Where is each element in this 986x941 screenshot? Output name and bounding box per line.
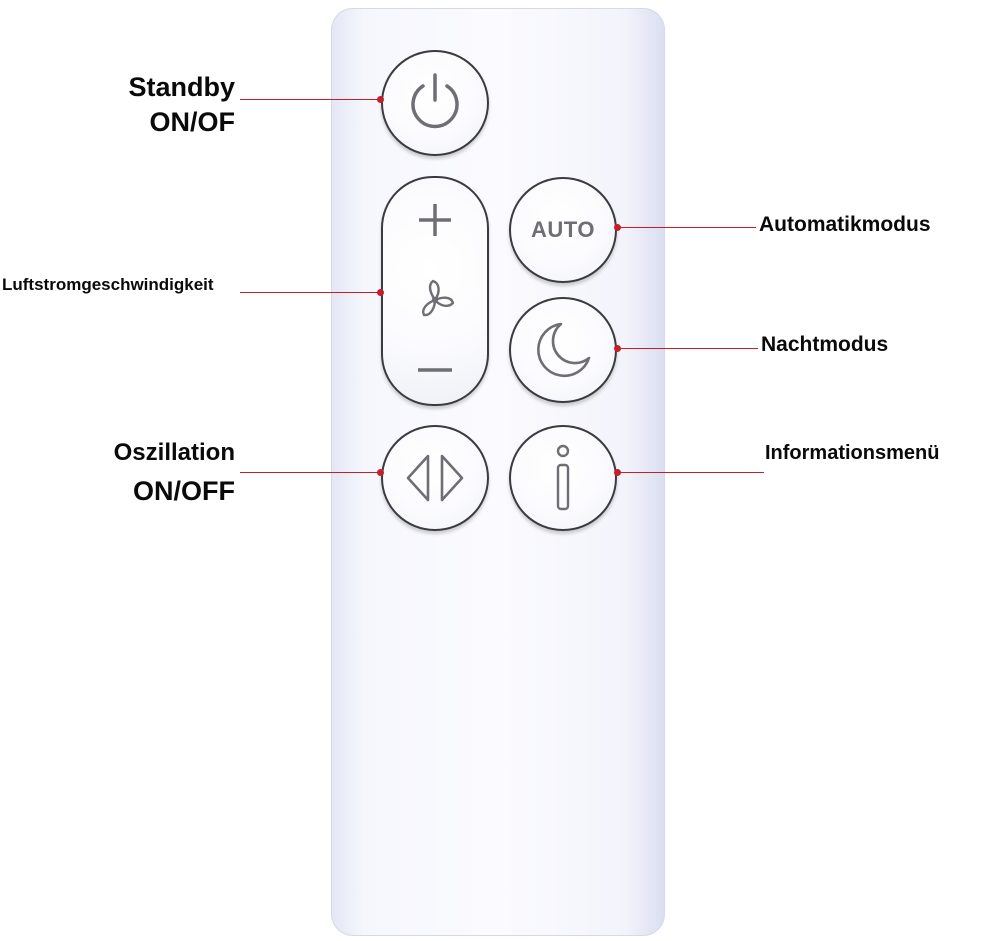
info-menu-label: Informationsmenü xyxy=(765,442,940,464)
standby-label-line1: Standby xyxy=(128,72,235,102)
power-icon xyxy=(411,73,459,129)
auto-callout-line xyxy=(618,227,756,228)
plus-icon[interactable] xyxy=(415,200,455,240)
oscillation-label-line2: ON/OFF xyxy=(133,476,235,506)
auto-callout-dot xyxy=(614,224,621,231)
airflow-callout-line xyxy=(240,292,380,293)
standby-label-line2: ON/OF xyxy=(149,107,236,137)
standby-label: Standby ON/OF xyxy=(60,70,235,140)
info-callout-line xyxy=(618,472,764,473)
night-mode-label: Nachtmodus xyxy=(761,333,889,356)
standby-button[interactable] xyxy=(381,50,489,156)
info-callout-dot xyxy=(614,469,621,476)
night-callout-line xyxy=(618,348,758,349)
oscillation-callout-dot xyxy=(377,469,384,476)
standby-callout-dot xyxy=(377,96,384,103)
night-mode-button[interactable] xyxy=(509,297,617,403)
auto-mode-label: Automatikmodus xyxy=(759,213,931,236)
airflow-callout-dot xyxy=(377,289,384,296)
standby-callout-line xyxy=(240,99,380,100)
airflow-speed-rocker[interactable] xyxy=(381,176,489,406)
night-callout-dot xyxy=(614,345,621,352)
oscillation-arrows-icon xyxy=(406,454,464,502)
oscillation-label-line1: Oszillation xyxy=(113,439,235,466)
auto-mode-button[interactable]: AUTO xyxy=(509,177,617,283)
info-menu-button[interactable] xyxy=(509,425,617,531)
info-icon xyxy=(556,444,570,511)
minus-icon[interactable] xyxy=(415,360,455,380)
auto-button-label: AUTO xyxy=(531,217,595,242)
airflow-label: Luftstromgeschwindigkeit xyxy=(2,275,214,294)
oscillation-button[interactable] xyxy=(381,425,489,531)
moon-icon xyxy=(537,322,591,378)
oscillation-label: Oszillation ON/OFF xyxy=(60,434,235,510)
fan-icon xyxy=(422,279,455,317)
oscillation-callout-line xyxy=(240,472,380,473)
